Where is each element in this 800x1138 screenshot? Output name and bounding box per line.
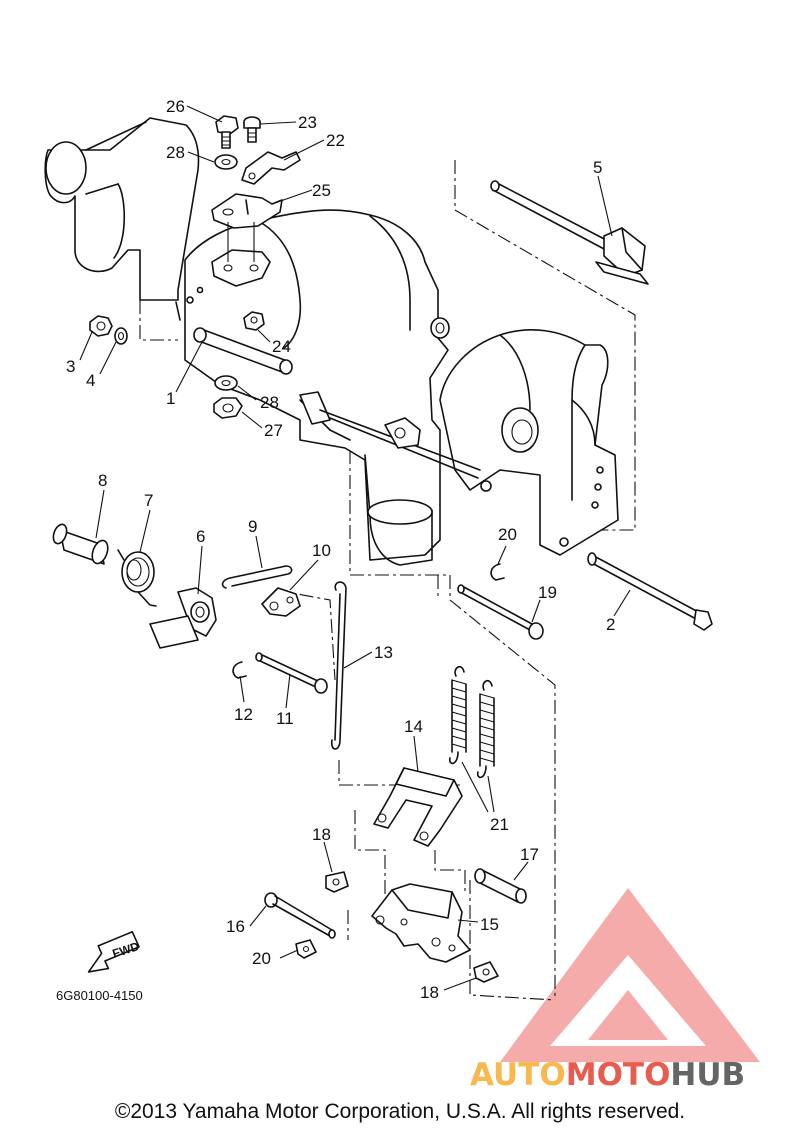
label-19: 19 (538, 583, 557, 602)
label-24: 24 (272, 337, 291, 356)
label-3: 3 (66, 357, 75, 376)
label-16: 16 (226, 917, 245, 936)
label-17: 17 (520, 845, 539, 864)
part-17-roller (474, 868, 527, 904)
part-23-screw (243, 116, 261, 143)
label-14: 14 (404, 717, 423, 736)
label-23: 23 (298, 113, 317, 132)
part-21-springs (448, 665, 495, 779)
part-5-rod-assembly (490, 180, 649, 285)
watermark-text: AUTOMOTOHUB (470, 1057, 745, 1093)
clamp-bracket-right (439, 329, 619, 556)
label-9: 9 (248, 517, 257, 536)
part-3-nut (89, 315, 113, 337)
label-20-upper: 20 (498, 525, 517, 544)
copyright-notice: ©2013 Yamaha Motor Corporation, U.S.A. A… (114, 1100, 686, 1123)
label-11: 11 (276, 709, 294, 728)
label-25: 25 (312, 181, 331, 200)
part-19-pin (457, 584, 544, 640)
label-22: 22 (326, 131, 345, 150)
part-number-labels: 26 23 22 28 25 5 3 4 24 1 28 27 8 7 6 9 … (66, 97, 615, 1002)
label-5: 5 (593, 158, 602, 177)
label-7: 7 (144, 491, 153, 510)
label-6: 6 (196, 527, 205, 546)
part-28-washer-top (214, 154, 238, 170)
assembly-guide-lines (139, 160, 636, 1001)
part-20-clip-upper (490, 563, 505, 581)
diagram-code: 6G80100-4150 (56, 988, 143, 1003)
part-24-nut (243, 311, 265, 331)
label-1: 1 (166, 389, 175, 408)
fwd-arrow: FWD (87, 930, 141, 973)
label-2: 2 (606, 615, 615, 634)
part-11-pin (255, 652, 328, 694)
label-10: 10 (312, 541, 331, 560)
watermark-text-hub: HUB (670, 1057, 745, 1093)
part-4-washer (114, 327, 128, 345)
part-8-collar (52, 523, 109, 565)
label-28-lower: 28 (260, 393, 279, 412)
swivel-bracket-casting (44, 117, 450, 566)
watermark-triangle-small (588, 990, 668, 1040)
part-27-nut (213, 397, 243, 419)
part-9-wire-spring (221, 565, 293, 589)
part-6-lever (149, 587, 217, 649)
part-13-rod (330, 581, 347, 750)
label-28-top: 28 (166, 143, 185, 162)
part-14-yoke (373, 767, 463, 847)
label-12: 12 (234, 705, 253, 724)
part-12-clip (232, 661, 247, 679)
label-18-upper: 18 (312, 825, 331, 844)
part-18-clip-lower (473, 961, 499, 983)
label-20-lower: 20 (252, 949, 271, 968)
part-15-lower-bracket (371, 883, 471, 963)
watermark-text-auto: AUTO (470, 1057, 566, 1093)
label-18-lower: 18 (420, 983, 439, 1002)
part-22-clip (241, 151, 301, 185)
tilt-link-pins (299, 391, 481, 479)
leader-lines (79, 105, 631, 991)
part-20-clip-lower (295, 939, 317, 959)
label-13: 13 (374, 643, 393, 662)
label-4: 4 (86, 371, 95, 390)
label-21: 21 (490, 815, 509, 834)
part-18-clip-upper (325, 871, 349, 893)
part-2-bolt (587, 552, 713, 631)
part-1-tube (193, 327, 293, 375)
part-25-lever-plate (211, 193, 283, 287)
label-27: 27 (264, 421, 283, 440)
watermark-text-moto: MOTO (566, 1057, 671, 1093)
watermark-logo: AUTOMOTOHUB (470, 888, 760, 1093)
label-26: 26 (166, 97, 185, 116)
part-28-washer-lower (214, 375, 238, 391)
part-16-pin (264, 892, 336, 939)
label-15: 15 (480, 915, 499, 934)
part-10-small-lever (261, 587, 301, 617)
part-26-bolt (215, 115, 239, 149)
part-7-spring (117, 549, 157, 607)
label-8: 8 (98, 471, 107, 490)
